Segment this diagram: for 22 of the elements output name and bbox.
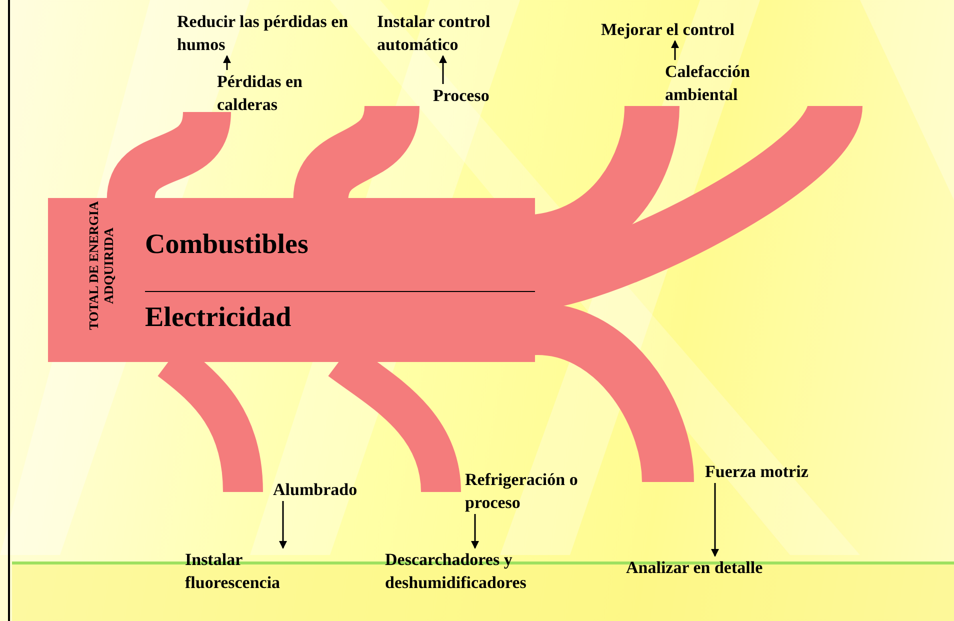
arrow	[223, 55, 231, 70]
arrow	[471, 514, 479, 549]
flow-label: Alumbrado	[273, 478, 358, 501]
vertical-heading: TOTAL DE ENERGIA ADQUIRIDA	[86, 200, 116, 332]
energy-flow-band	[48, 198, 535, 362]
action-label: Descarchadores y deshumidificadores	[385, 548, 575, 594]
arrow	[439, 55, 447, 84]
action-label: Mejorar el control	[601, 18, 734, 41]
action-label: Analizar en detalle	[626, 556, 763, 579]
action-label: Reducir las pérdidas en humos	[177, 10, 367, 56]
arrow	[711, 483, 719, 557]
flow-label: Refrigeración o proceso	[465, 468, 625, 514]
flow-heading: Electricidad	[145, 301, 292, 335]
arrow	[671, 40, 679, 60]
flow-label: Calefacción ambiental	[665, 60, 795, 106]
action-label: Instalar fluorescencia	[185, 548, 325, 594]
arrow	[279, 501, 287, 549]
flow-heading: Combustibles	[145, 228, 308, 262]
action-label: Instalar control automático	[377, 10, 537, 56]
flow-label: Pérdidas en calderas	[217, 70, 347, 116]
flow-label: Proceso	[433, 84, 490, 107]
flow-label: Fuerza motriz	[705, 460, 808, 483]
